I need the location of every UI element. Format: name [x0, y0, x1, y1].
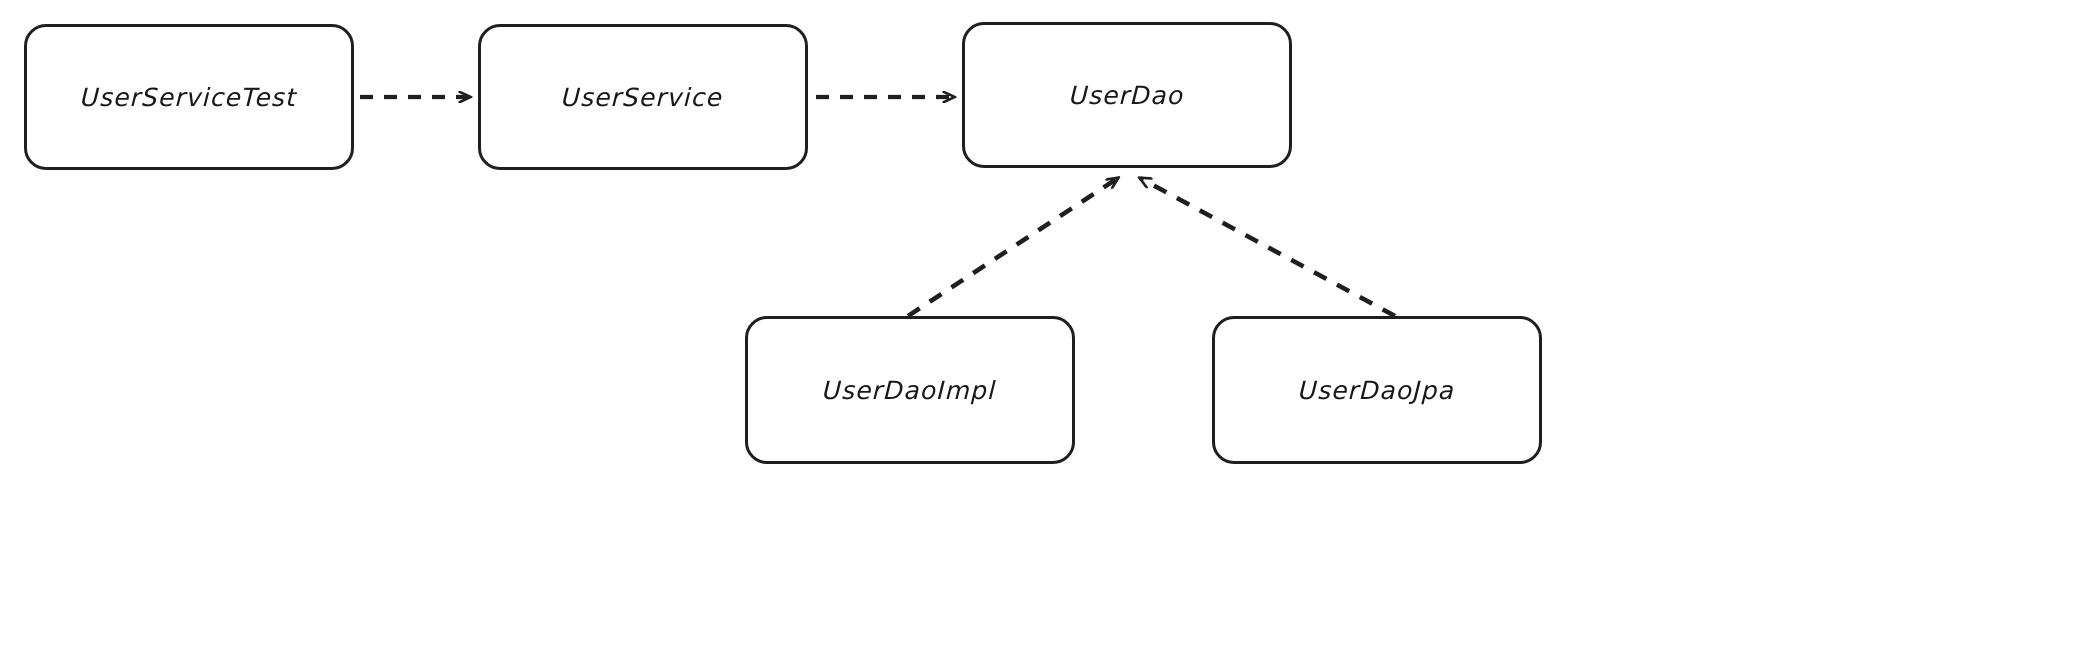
node-label-user-dao: UserDao	[1068, 80, 1186, 110]
node-label-user-dao-jpa: UserDaoJpa	[1298, 375, 1456, 405]
node-label-user-dao-impl: UserDaoImpl	[822, 375, 998, 405]
node-user-dao[interactable]: UserDao	[962, 22, 1292, 168]
node-user-dao-impl[interactable]: UserDaoImpl	[745, 316, 1075, 464]
node-user-dao-jpa[interactable]: UserDaoJpa	[1212, 316, 1542, 464]
node-label-user-service-test: UserServiceTest	[80, 82, 298, 112]
node-label-user-service: UserService	[561, 82, 725, 112]
edge-jpa-to-dao	[1140, 175, 1397, 319]
edge-impl-to-dao	[906, 178, 1118, 318]
node-user-service-test[interactable]: UserServiceTest	[24, 24, 354, 170]
node-user-service[interactable]: UserService	[478, 24, 808, 170]
